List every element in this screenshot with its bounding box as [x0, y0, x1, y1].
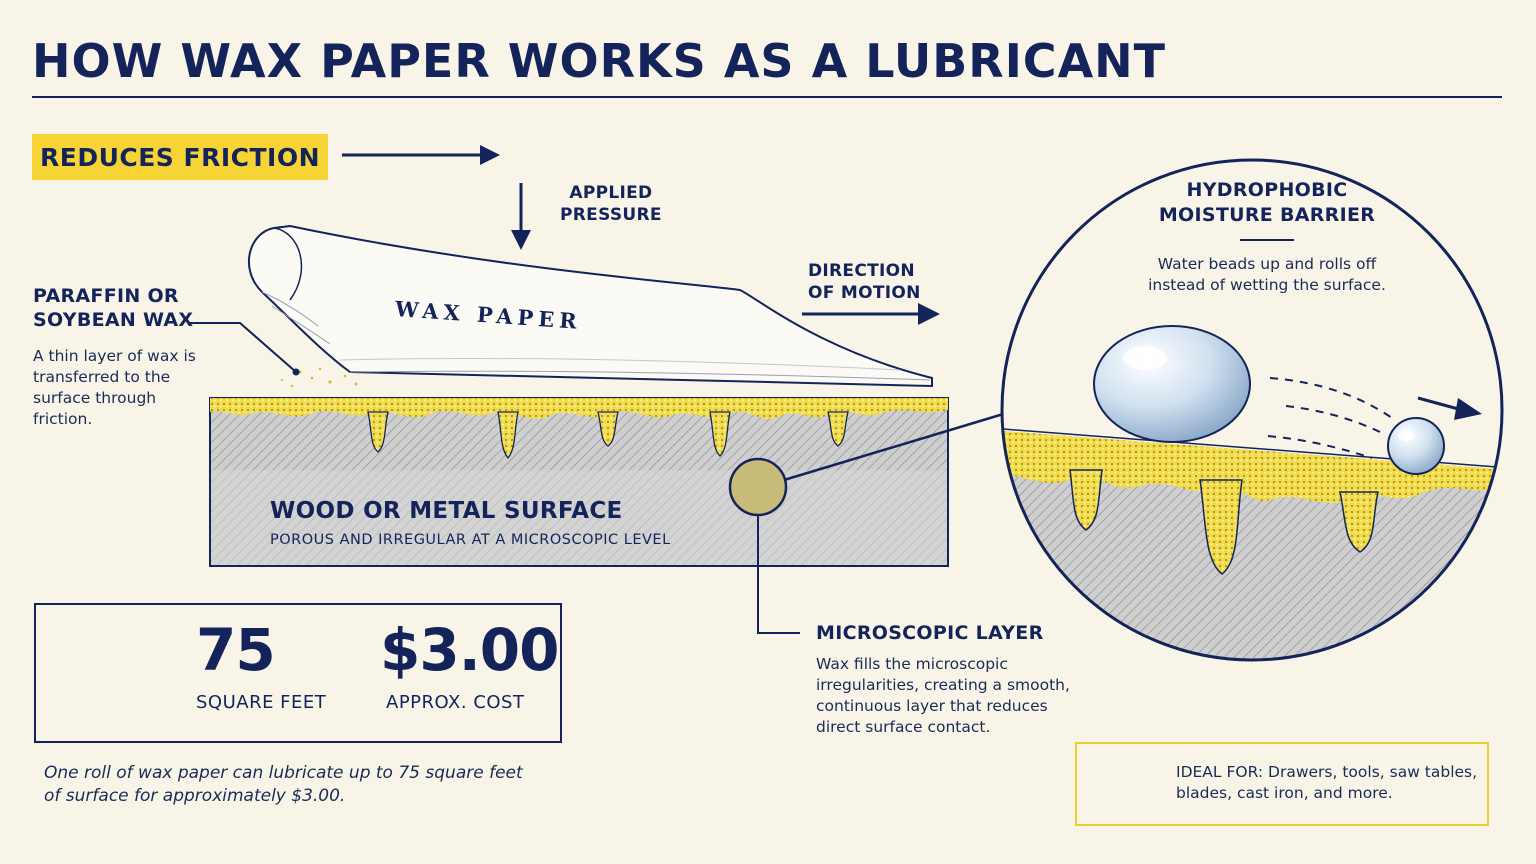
direction-of-motion-label: DIRECTION OF MOTION [808, 260, 921, 304]
water-droplet-icon [1093, 325, 1251, 443]
micro-text-4: direct surface contact. [816, 718, 991, 736]
ideal-text-1: IDEAL FOR: Drawers, tools, saw tables, [1176, 763, 1478, 781]
direction-line-2: OF MOTION [808, 283, 921, 303]
cost-value: $3.00 [380, 616, 559, 684]
wax-type-callout: PARAFFIN OR SOYBEAN WAX A thin layer of … [33, 284, 203, 430]
wax-label-connector [190, 322, 297, 373]
stats-box [34, 603, 562, 743]
barrier-text-2: instead of wetting the surface. [1148, 276, 1386, 294]
direction-line-1: DIRECTION [808, 261, 915, 281]
barrier-heading-1: HYDROPHOBIC [1186, 179, 1348, 201]
rolling-arrow-icon [1417, 396, 1482, 420]
reduces-friction-badge: REDUCES FRICTION [32, 134, 328, 180]
roll-note: One roll of wax paper can lubricate up t… [44, 762, 523, 808]
surface-heading: WOOD OR METAL SURFACE [270, 498, 623, 524]
area-value: 75 [196, 616, 276, 684]
roll-note-line-1: One roll of wax paper can lubricate up t… [44, 763, 523, 783]
arrow-right-icon [342, 145, 500, 165]
wax-type-text-3: surface through [33, 389, 157, 407]
micro-text-2: irregularities, creating a smooth, [816, 676, 1070, 694]
barrier-heading-2: MOISTURE BARRIER [1158, 204, 1376, 226]
barrier-callout: HYDROPHOBIC MOISTURE BARRIER Water beads… [1112, 178, 1422, 296]
wax-type-heading-1: PARAFFIN OR [33, 285, 179, 307]
wax-type-text-1: A thin layer of wax is [33, 347, 196, 365]
small-water-droplet-icon [1387, 417, 1445, 475]
title-divider [32, 96, 1502, 98]
area-unit: SQUARE FEET [196, 692, 327, 713]
applied-pressure-line-1: APPLIED [569, 183, 653, 203]
page-title: HOW WAX PAPER WORKS AS A LUBRICANT [32, 34, 1167, 88]
arrow-down-icon [511, 183, 531, 250]
ideal-for-text: IDEAL FOR: Drawers, tools, saw tables, b… [1176, 762, 1477, 804]
ideal-text-2: blades, cast iron, and more. [1176, 784, 1393, 802]
magnifier-lens [728, 410, 1011, 634]
barrier-text-1: Water beads up and rolls off [1157, 255, 1377, 273]
wax-paper-sheet [247, 224, 933, 388]
micro-text-3: continuous layer that reduces [816, 697, 1048, 715]
micro-heading: MICROSCOPIC LAYER [816, 622, 1044, 644]
surface-block [209, 367, 949, 567]
wax-type-heading-2: SOYBEAN WAX [33, 309, 194, 331]
micro-text-1: Wax fills the microscopic [816, 655, 1008, 673]
micro-callout: MICROSCOPIC LAYER Wax fills the microsco… [816, 622, 1076, 738]
applied-pressure-label: APPLIED PRESSURE [560, 182, 662, 226]
ideal-for-box [1075, 742, 1489, 826]
motion-arrow-icon [802, 303, 940, 325]
wax-type-text-2: transferred to the [33, 368, 171, 386]
cost-unit: APPROX. COST [386, 692, 525, 713]
applied-pressure-line-2: PRESSURE [560, 205, 662, 225]
wax-type-text-4: friction. [33, 410, 93, 428]
roll-note-line-2: of surface for approximately $3.00. [44, 786, 346, 806]
surface-subheading: POROUS AND IRREGULAR AT A MICROSCOPIC LE… [270, 532, 671, 548]
